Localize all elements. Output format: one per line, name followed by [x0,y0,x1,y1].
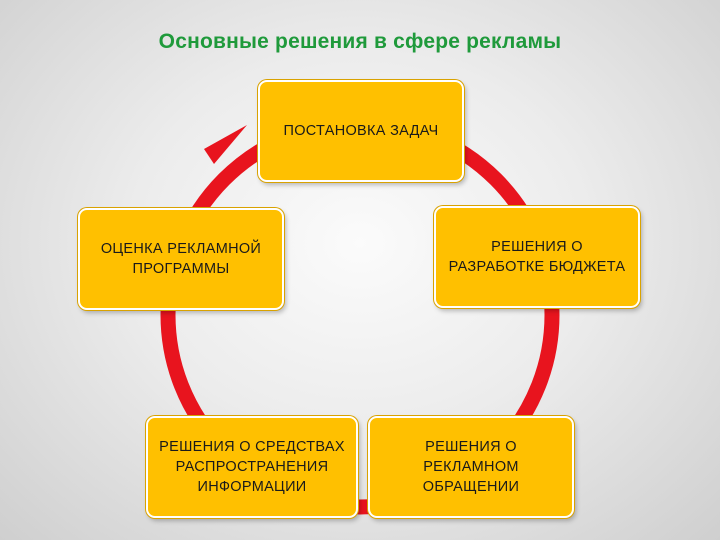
cycle-arrowhead-icon [204,125,247,164]
step-message-decisions-label: РЕШЕНИЯ О РЕКЛАМНОМ ОБРАЩЕНИИ [422,439,520,495]
step-budget-decisions: РЕШЕНИЯ О РАЗРАБОТКЕ БЮДЖЕТА [434,206,640,308]
step-media-decisions-label: РЕШЕНИЯ О СРЕДСТВАХ РАСПРОСТРАНЕНИЯ ИНФО… [159,439,345,495]
step-task-setting-label: ПОСТАНОВКА ЗАДАЧ [283,123,439,139]
slide-title: Основные решения в сфере рекламы [158,30,562,53]
step-task-setting: ПОСТАНОВКА ЗАДАЧ [258,80,464,182]
step-message-decisions: РЕШЕНИЯ О РЕКЛАМНОМ ОБРАЩЕНИИ [368,416,574,518]
step-budget-decisions-label: РЕШЕНИЯ О РАЗРАБОТКЕ БЮДЖЕТА [448,239,626,275]
step-program-evaluation-label: ОЦЕНКА РЕКЛАМНОЙ ПРОГРАММЫ [100,241,262,277]
step-media-decisions: РЕШЕНИЯ О СРЕДСТВАХ РАСПРОСТРАНЕНИЯ ИНФО… [146,416,358,518]
step-program-evaluation: ОЦЕНКА РЕКЛАМНОЙ ПРОГРАММЫ [78,208,284,310]
